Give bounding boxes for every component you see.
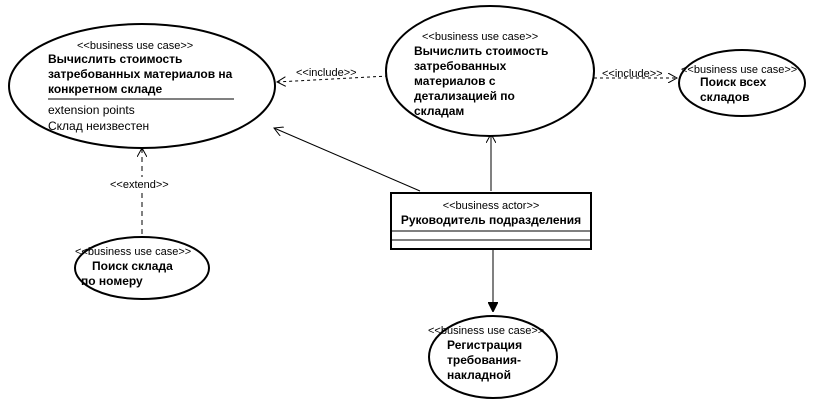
include-label-1: <<include>>	[296, 67, 357, 79]
use-case-stereotype: <<business use case>>	[428, 325, 544, 337]
use-case-name-line: складов	[700, 90, 749, 104]
relations: <<include>> <<include>> <<extend>>	[108, 67, 677, 311]
use-case-register[interactable]: <<business use case>> Регистрация требов…	[428, 315, 558, 399]
extend-label: <<extend>>	[110, 179, 169, 191]
extension-point: Склад неизвестен	[48, 119, 149, 133]
actor-stereotype: <<business actor>>	[443, 200, 540, 212]
include-label-2: <<include>>	[602, 68, 663, 80]
use-case-name-line: Вычислить стоимость	[414, 44, 548, 58]
use-case-name-line: детализацией по	[414, 89, 515, 103]
use-case-name-line: требования-	[447, 353, 521, 367]
extension-points-title: extension points	[48, 103, 135, 117]
use-case-search-number[interactable]: <<business use case>> Поиск склада по но…	[74, 236, 210, 300]
use-case-name-line: Поиск склада	[92, 259, 173, 273]
use-case-name-line: Вычислить стоимость	[48, 52, 182, 66]
use-case-calc-detail[interactable]: <<business use case>> Вычислить стоимост…	[385, 5, 595, 137]
use-case-name-line: по номеру	[81, 274, 143, 288]
use-case-name-line: Регистрация	[447, 338, 522, 352]
use-case-stereotype: <<business use case>>	[422, 31, 538, 43]
use-case-calc-warehouse[interactable]: <<business use case>> Вычислить стоимост…	[8, 23, 276, 149]
use-case-stereotype: <<business use case>>	[75, 246, 191, 258]
actor-name: Руководитель подразделения	[401, 213, 581, 227]
use-case-name-line: затребованных материалов на	[48, 67, 233, 81]
use-case-name-line: Поиск всех	[700, 75, 767, 89]
use-case-name-line: накладной	[447, 368, 511, 382]
use-case-name-line: конкретном складе	[48, 82, 163, 96]
business-actor[interactable]: <<business actor>> Руководитель подразде…	[390, 192, 592, 250]
use-case-name-line: затребованных	[414, 59, 507, 73]
use-case-search-all[interactable]: <<business use case>> Поиск всех складов	[678, 49, 806, 117]
use-case-stereotype: <<business use case>>	[77, 40, 193, 52]
use-case-name-line: материалов с	[414, 74, 496, 88]
include-arrow-calc-detail-to-calc-warehouse	[277, 75, 389, 82]
use-case-stereotype: <<business use case>>	[681, 64, 797, 76]
association-actor-to-calc-warehouse	[274, 128, 421, 192]
use-case-name-line: складам	[414, 104, 464, 118]
